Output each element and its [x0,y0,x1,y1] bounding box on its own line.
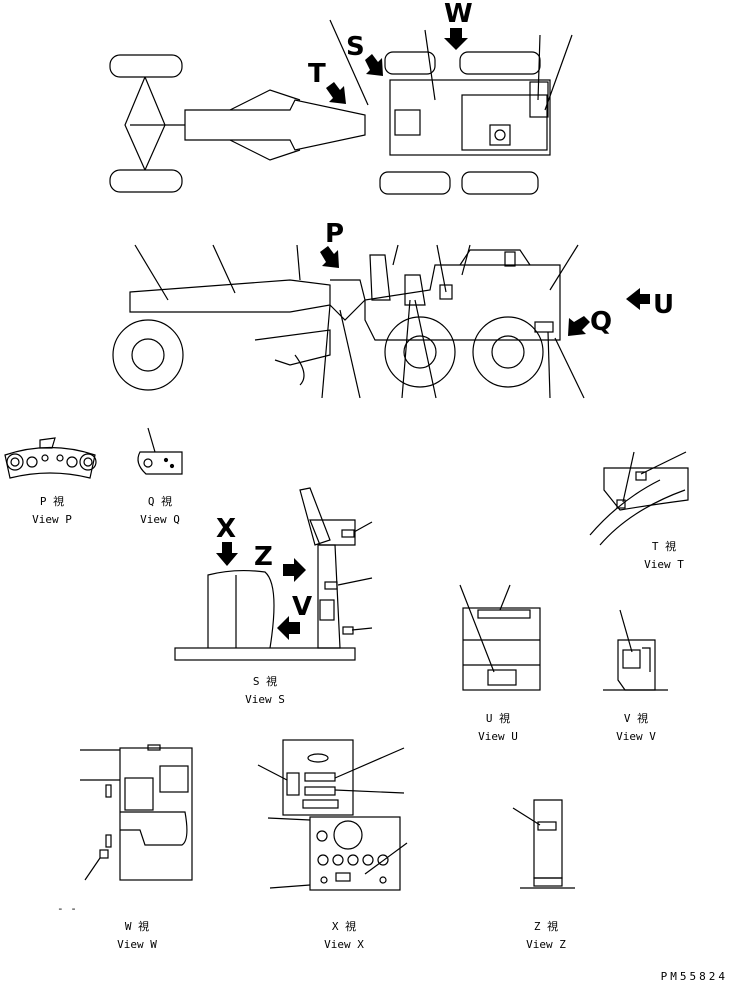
svg-text:- -: - - [57,902,77,915]
view-w-drawing: - - [57,744,193,915]
caption-t-jp: T 視 [652,539,676,553]
view-s-drawing [174,487,373,661]
view-q-drawing [137,427,183,475]
front-wheel-side [112,319,184,391]
arrow-z [283,558,306,582]
caption-v-en: View V [616,730,656,743]
caption-v-jp: V 視 [624,711,648,725]
arrow-s [365,54,383,76]
arrow-v [277,616,300,640]
label-w: W [444,0,473,29]
engine-body-side [364,264,561,341]
main-frame-side [129,279,331,313]
caption-q-en: View Q [140,513,180,526]
cab-engine-top [389,79,551,156]
part-number: PM55824 [661,970,728,983]
arrow-t [326,82,346,104]
caption-s-en: View S [245,693,285,706]
caption-s-jp: S 視 [253,674,277,688]
label-v: V [292,592,312,622]
caption-p-en: View P [32,513,72,526]
arrow-w [444,28,468,50]
label-x: X [216,514,236,544]
label-z: Z [254,542,273,572]
caption-x-en: View X [324,938,364,951]
caption-t-en: View T [644,558,684,571]
view-t-drawing [589,451,689,546]
label-q: Q [590,307,612,337]
caption-w-jp: W 視 [125,919,149,933]
caption-z-en: View Z [526,938,566,951]
caption-x-jp: X 視 [332,919,356,933]
side-view [112,244,585,399]
view-arrows [216,28,650,640]
caption-z-jp: Z 視 [534,919,558,933]
view-x-drawing [257,739,408,891]
view-p-drawing [4,437,97,479]
main-frame [184,99,366,151]
caption-q-jp: Q 視 [148,494,172,508]
caption-p-jp: P 視 [40,494,64,508]
top-view [109,19,573,195]
view-v-drawing [603,609,668,691]
caption-w-en: View W [117,938,157,951]
view-z-drawing [512,799,575,889]
rear-wheel-side [472,316,544,388]
front-wheel-right [109,169,183,193]
arrow-x [216,542,238,566]
rear-wheel-1 [384,51,436,75]
arrow-p [320,246,339,268]
label-t: T [308,59,326,89]
arrow-q [568,316,590,336]
label-u: U [653,290,674,320]
rear-wheel-2 [459,51,541,75]
middle-wheel-side [384,316,456,388]
label-p: P [325,219,344,249]
arrow-u [626,288,650,310]
rear-wheel-3 [379,171,451,195]
front-wheel-left [109,54,183,78]
view-u-drawing [459,584,541,691]
caption-u-jp: U 視 [486,711,510,725]
caption-u-en: View U [478,730,518,743]
label-s: S [346,32,365,62]
rear-wheel-4 [461,171,539,195]
